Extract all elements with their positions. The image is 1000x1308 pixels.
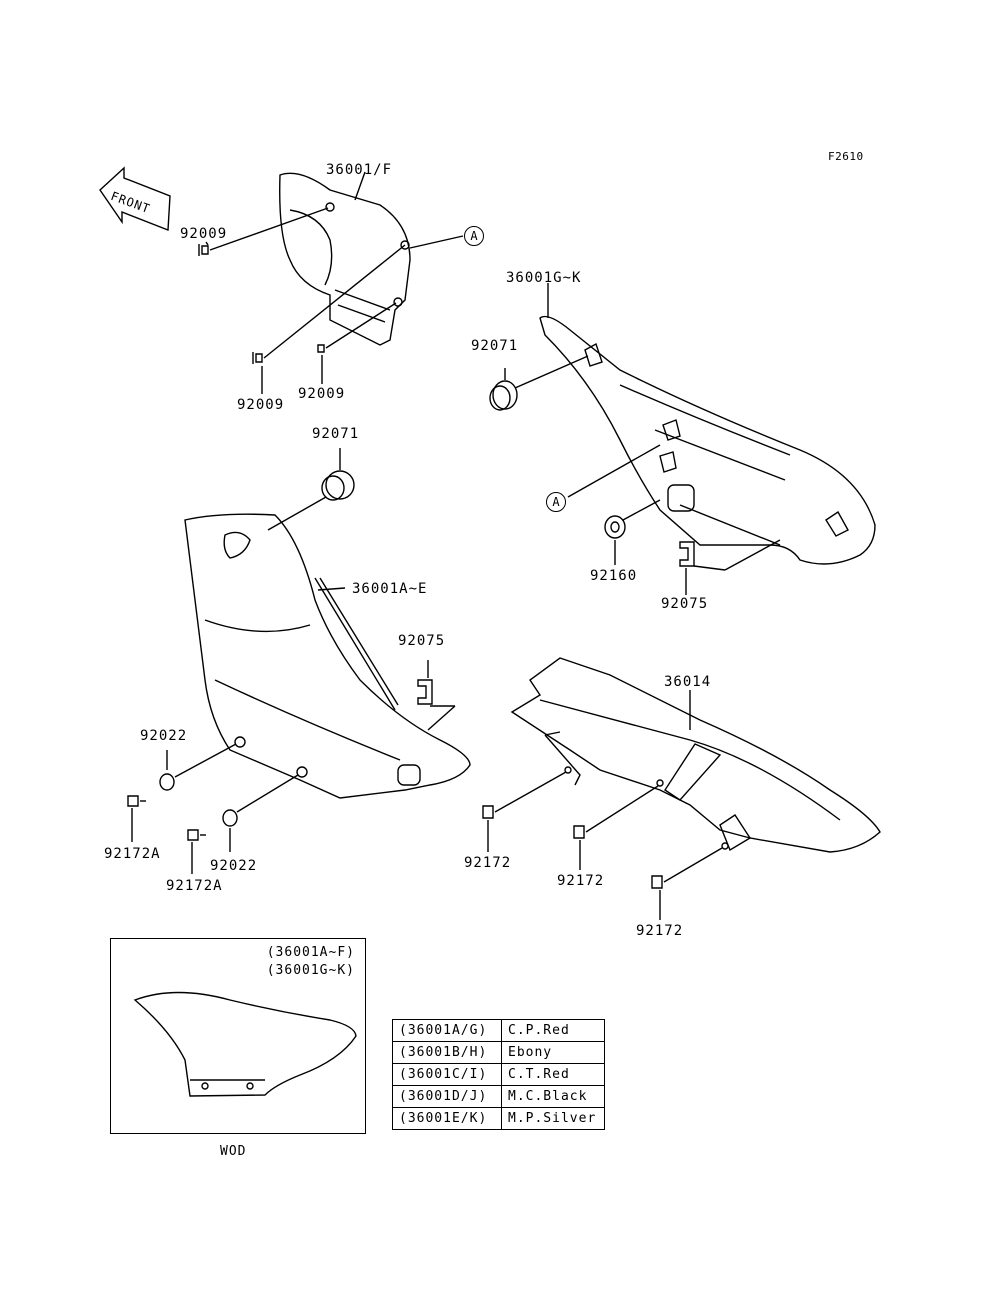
left-side-cover-shape (184, 513, 471, 799)
color-table: (36001A/G)C.P.Red(36001B/H)Ebony(36001C/… (392, 1019, 605, 1130)
color-table-part: (36001A/G) (392, 1019, 502, 1042)
color-table-color: M.P.Silver (501, 1107, 605, 1130)
clip-icon-left (417, 660, 456, 731)
part-label-36001g-k: 36001G~K (506, 270, 582, 286)
inset-cover-shape (133, 991, 357, 1097)
color-table-color: C.T.Red (501, 1063, 605, 1086)
color-table-part: (36001C/I) (392, 1063, 502, 1086)
inset-caption: WOD (220, 1144, 247, 1159)
part-label-92009-top: 92009 (180, 226, 228, 242)
clip-icon-right (679, 539, 781, 595)
color-table-row: (36001A/G)C.P.Red (392, 1019, 605, 1042)
inset-line-1: (36001A~F) (266, 945, 355, 960)
upper-front-cover-shape (279, 172, 411, 346)
color-table-row: (36001C/I)C.T.Red (392, 1063, 605, 1086)
callout-a-upper: A (464, 226, 484, 246)
washer-screw-icons-left (127, 743, 299, 874)
part-label-92172a-b: 92172A (166, 878, 223, 894)
part-label-92172-a: 92172 (464, 855, 512, 871)
part-label-92075-left: 92075 (398, 633, 446, 649)
figure-code: F2610 (828, 150, 864, 163)
part-label-92172a-a: 92172A (104, 846, 161, 862)
part-label-92160: 92160 (590, 568, 638, 584)
damper-icon (604, 499, 661, 565)
part-label-92071-right: 92071 (471, 338, 519, 354)
color-table-part: (36001E/K) (392, 1107, 502, 1130)
right-side-cover-shape (539, 315, 876, 565)
color-table-row: (36001B/H)Ebony (392, 1041, 605, 1064)
color-table-row: (36001E/K)M.P.Silver (392, 1107, 605, 1130)
color-table-part: (36001B/H) (392, 1041, 502, 1064)
chain-bolt-icons (482, 690, 723, 920)
inset-line-2: (36001G~K) (266, 963, 355, 978)
part-label-92009-bottom-b: 92009 (298, 386, 346, 402)
front-arrow-icon (99, 166, 171, 232)
callout-a-lower: A (546, 492, 566, 512)
part-label-92172-c: 92172 (636, 923, 684, 939)
part-label-36014: 36014 (664, 674, 712, 690)
inset-box: (36001A~F) (36001G~K) (110, 938, 366, 1134)
chain-cover-shape (510, 657, 881, 853)
grommet-icon-right (489, 355, 589, 411)
grommet-icon-left (267, 448, 355, 531)
part-label-92009-bottom-a: 92009 (237, 397, 285, 413)
part-label-92071-left: 92071 (312, 426, 360, 442)
part-label-92022-b: 92022 (210, 858, 258, 874)
part-label-92022-a: 92022 (140, 728, 188, 744)
color-table-color: Ebony (501, 1041, 605, 1064)
bolt-icons-upper (198, 207, 464, 394)
part-label-36001-f: 36001/F (326, 162, 393, 178)
part-label-36001a-e: 36001A~E (352, 581, 428, 597)
part-label-92172-b: 92172 (557, 873, 605, 889)
color-table-part: (36001D/J) (392, 1085, 502, 1108)
color-table-color: M.C.Black (501, 1085, 605, 1108)
part-label-92075-right: 92075 (661, 596, 709, 612)
color-table-row: (36001D/J)M.C.Black (392, 1085, 605, 1108)
color-table-color: C.P.Red (501, 1019, 605, 1042)
